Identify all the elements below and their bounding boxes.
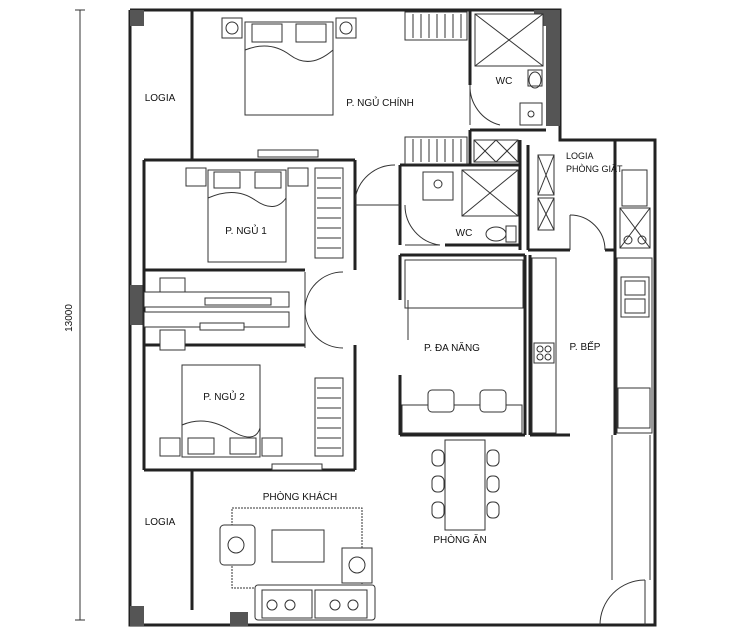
structural-columns (130, 10, 560, 626)
sink-top (519, 102, 543, 126)
toilet-middle (485, 226, 507, 242)
wardrobe-1 (314, 167, 344, 259)
nightstand-right (335, 17, 357, 39)
coffee-table (271, 529, 325, 563)
stove (533, 342, 555, 364)
dimension-label: 13000 (64, 304, 75, 332)
column-bottom-mid (230, 612, 248, 626)
armchair (219, 524, 256, 566)
window-right (611, 435, 651, 580)
label-logia-laundry-1: LOGIA (566, 151, 594, 161)
multipurpose-furniture (401, 259, 524, 434)
label-wc-top: WC (496, 76, 513, 87)
door-master (354, 164, 396, 201)
room-labels: LOGIA P. NGỦ CHÍNH WC LOGIA PHÒNG GIẶT P… (145, 76, 623, 546)
laundry-fixtures (537, 154, 651, 249)
dining-furniture (431, 439, 500, 531)
sink-middle (422, 171, 454, 201)
bedroom-1-furniture (143, 167, 344, 308)
label-bedroom-1: P. NGỦ 1 (225, 224, 267, 237)
fridge (617, 387, 651, 429)
label-living-room: PHÒNG KHÁCH (263, 490, 337, 503)
door-master-wc (469, 84, 501, 126)
tv-cabinet-master (257, 149, 319, 158)
door-logia-laundry (569, 214, 606, 251)
label-master-bedroom: P. NGỦ CHÍNH (346, 96, 414, 109)
master-bed (221, 17, 357, 158)
washer-cabinet (473, 139, 519, 163)
wc-top-fixtures (473, 13, 544, 163)
washing-machine (621, 169, 648, 207)
nightstand-left (221, 17, 243, 39)
doors (304, 84, 646, 626)
label-logia-top: LOGIA (145, 93, 176, 104)
wardrobe-2 (314, 377, 344, 457)
door-bedroom-2 (304, 309, 344, 349)
door-bedroom-1 (304, 271, 344, 311)
door-entrance (599, 579, 646, 626)
dining-table (444, 439, 486, 531)
dimension-line: 13000 (64, 9, 85, 621)
interior-walls (142, 10, 617, 610)
label-multipurpose: P. ĐA NĂNG (424, 341, 480, 354)
door-wc-middle (404, 204, 441, 246)
label-logia-bottom: LOGIA (145, 517, 176, 528)
column-top-left (130, 10, 144, 26)
kitchen-fixtures (531, 257, 653, 434)
label-kitchen: P. BẾP (570, 340, 601, 353)
side-table (341, 547, 373, 584)
label-dining-room: PHÒNG ĂN (433, 533, 486, 546)
column-middle-left (130, 285, 144, 325)
label-bedroom-2: P. NGỦ 2 (203, 390, 245, 403)
living-furniture (219, 507, 376, 621)
sofa-bed (404, 259, 524, 309)
column-bottom-left (130, 606, 144, 626)
wc-middle-fixtures (422, 169, 519, 243)
label-logia-laundry-2: PHÒNG GIẶT (566, 164, 623, 174)
bedroom-2-furniture (143, 311, 344, 471)
column-right-wall (546, 26, 560, 126)
tv-cabinet-2 (271, 463, 323, 471)
label-wc-middle: WC (456, 228, 473, 239)
chair-2 (159, 329, 186, 351)
wardrobe-master (404, 11, 468, 165)
